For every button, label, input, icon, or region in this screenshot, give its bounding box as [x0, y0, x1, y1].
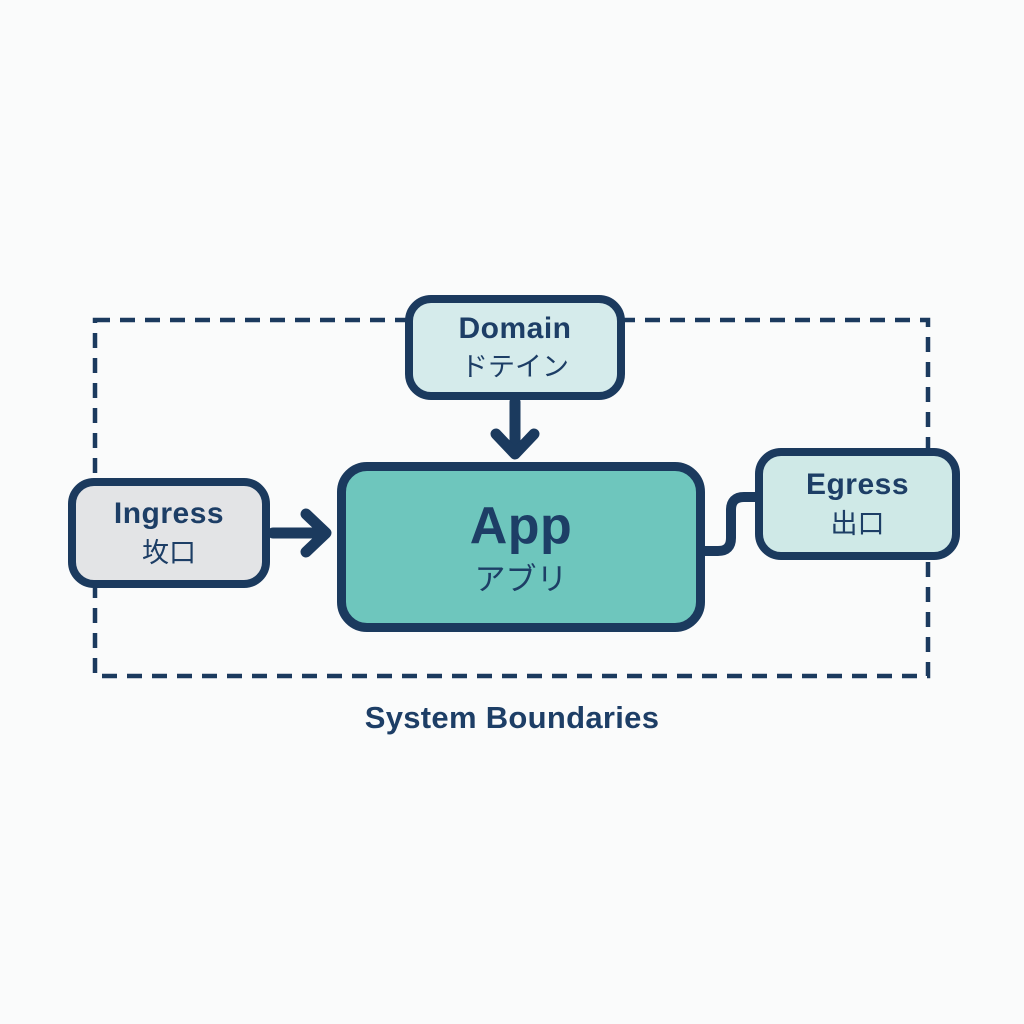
node-app-sublabel: アブリ [474, 562, 568, 598]
node-egress: Egress 出口 [755, 448, 960, 560]
node-egress-sublabel: 出口 [830, 508, 885, 539]
app-to-egress-connector [697, 492, 763, 556]
domain-to-app-arrow [490, 396, 540, 460]
ingress-to-app-arrow [267, 508, 332, 558]
node-ingress-label: Ingress [113, 497, 225, 531]
system-boundaries-caption: System Boundaries [364, 700, 660, 735]
node-app: App アブリ [337, 462, 705, 632]
node-domain-label: Domain [458, 311, 572, 345]
node-app-label: App [469, 497, 573, 556]
node-ingress: Ingress 坆口 [68, 478, 270, 588]
domain-to-app-arrow-head [490, 428, 540, 460]
node-ingress-sublabel: 坆口 [142, 537, 196, 568]
node-domain: Domain ドテイン [405, 295, 625, 400]
node-egress-label: Egress [805, 468, 910, 502]
node-domain-sublabel: ドテイン [461, 352, 569, 383]
ingress-to-app-arrow-head [300, 508, 332, 558]
